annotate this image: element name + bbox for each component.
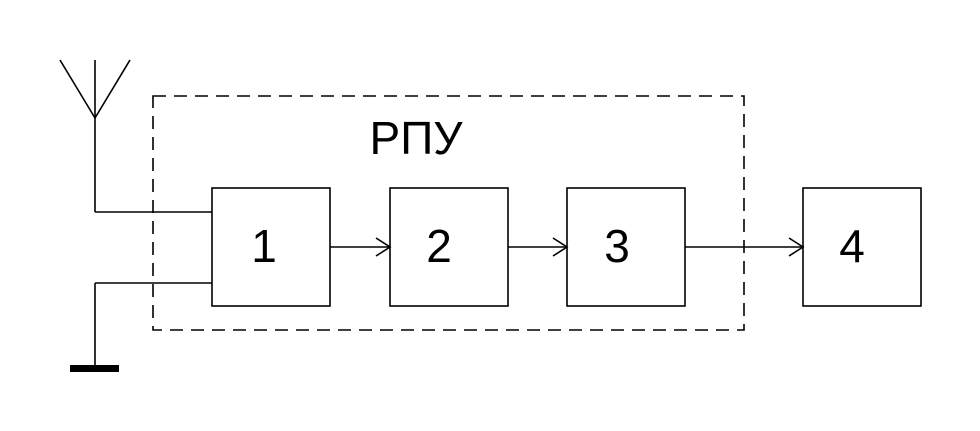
ground-line bbox=[94, 282, 212, 368]
block-3 bbox=[566, 187, 686, 307]
block-1-label: 1 bbox=[251, 220, 277, 272]
rpu-boundary bbox=[152, 95, 745, 331]
block-4-label: 4 bbox=[839, 220, 865, 272]
block-2-label: 2 bbox=[426, 220, 452, 272]
block-3-label: 3 bbox=[604, 220, 630, 272]
arrow-3-to-4 bbox=[685, 237, 805, 257]
arrow-1-to-2 bbox=[330, 237, 392, 257]
antenna-icon bbox=[59, 59, 131, 212]
ground-icon bbox=[70, 365, 119, 372]
arrow-2-to-3 bbox=[508, 237, 569, 257]
rpu-label: РПУ bbox=[370, 112, 464, 164]
block-1 bbox=[211, 187, 331, 307]
block-4 bbox=[802, 187, 922, 307]
